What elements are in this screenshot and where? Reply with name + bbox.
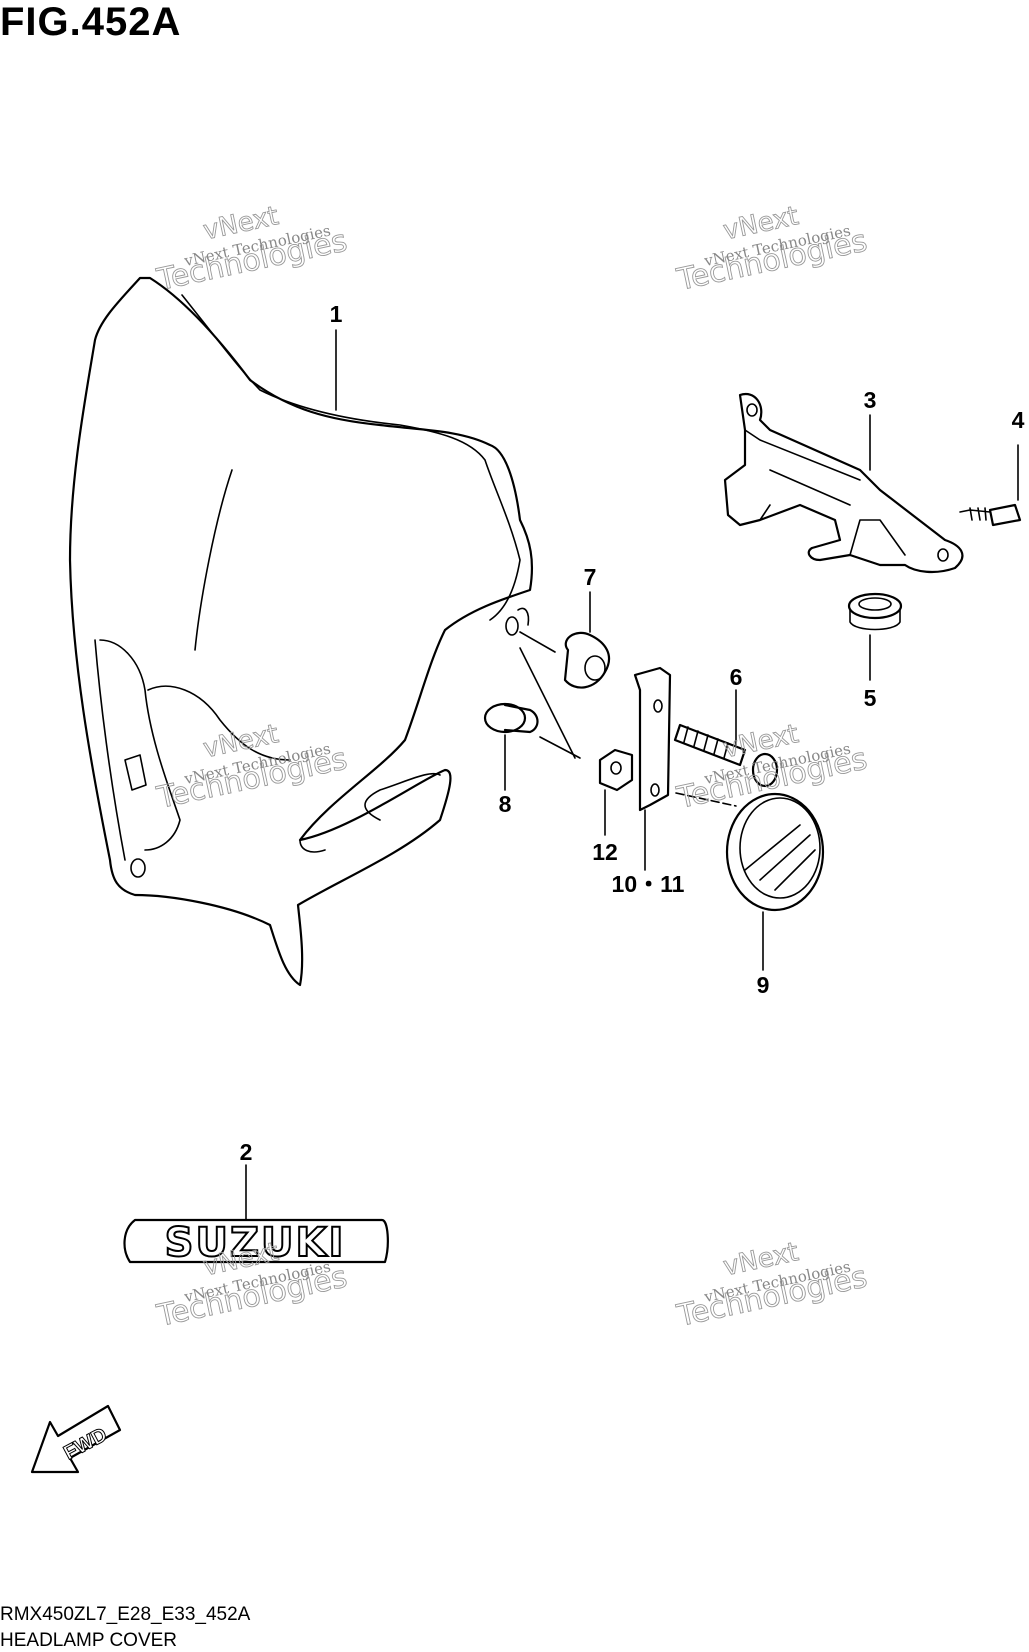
callout-4: 4 xyxy=(1012,407,1025,433)
rubber-grommet-part[interactable] xyxy=(563,631,611,689)
model-code: RMX450ZL7_E28_E33_452A xyxy=(0,1604,251,1625)
callout-12: 12 xyxy=(592,839,618,865)
stay-part[interactable] xyxy=(633,666,672,812)
figure-title: FIG.452A xyxy=(0,0,182,44)
bolt-part[interactable] xyxy=(673,723,779,788)
watermark-top-right: vNext Technologies vNext Technologies xyxy=(673,201,871,299)
watermark-mid-left: vNext Technologies vNext Technologies xyxy=(153,719,351,817)
screw-part[interactable] xyxy=(959,503,1022,527)
callout-6: 6 xyxy=(730,664,743,690)
callout-10-11: 10・11 xyxy=(612,871,685,897)
watermark-bottom-right: vNext Technologies vNext Technologies xyxy=(673,1237,871,1335)
section-name: HEADLAMP COVER xyxy=(0,1630,178,1651)
grommet-part[interactable] xyxy=(847,592,903,631)
collar-part[interactable] xyxy=(483,702,539,734)
callout-3: 3 xyxy=(864,387,877,413)
callout-1: 1 xyxy=(330,301,343,327)
emblem-text: SUZUKI xyxy=(165,1220,346,1266)
watermark-top-left: vNext Technologies vNext Technologies xyxy=(153,201,351,299)
forward-arrow-icon: FWD xyxy=(30,1404,122,1474)
headlamp-bracket-part[interactable] xyxy=(723,392,964,574)
suzuki-emblem-part[interactable]: SUZUKI xyxy=(123,1218,389,1267)
nut-part[interactable] xyxy=(598,748,634,792)
callout-8: 8 xyxy=(499,791,512,817)
callout-5: 5 xyxy=(864,685,877,711)
callout-9: 9 xyxy=(757,972,770,998)
callout-7: 7 xyxy=(584,564,597,590)
callout-2: 2 xyxy=(240,1139,253,1165)
headlamp-unit-part[interactable] xyxy=(725,792,825,912)
headlamp-cover-part[interactable] xyxy=(68,276,534,987)
